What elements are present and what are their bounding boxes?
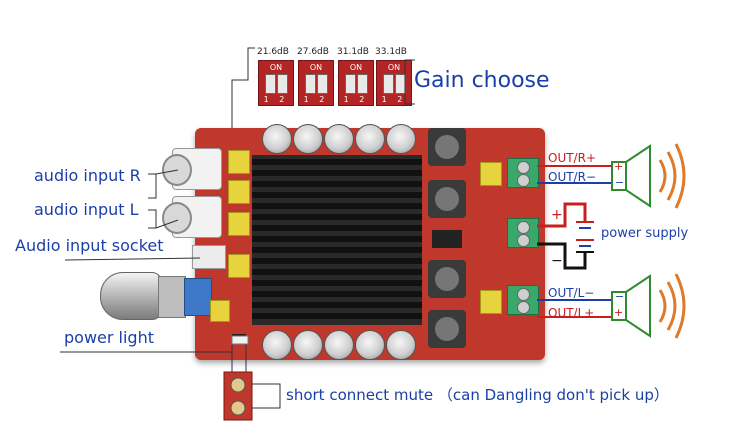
power-supply-label: power supply xyxy=(601,226,689,241)
gain-settings-panel: 21.6dB ON 1 2 27.6dB ON 1 2 31.1dB ON 1 … xyxy=(252,42,412,116)
capacitor xyxy=(324,330,354,360)
audio-input-l-label: audio input L xyxy=(34,200,139,219)
audio-socket-connector xyxy=(192,245,226,269)
power-terminal xyxy=(507,218,539,248)
gain-db-label: 31.1dB xyxy=(337,47,369,57)
yellow-capacitor xyxy=(228,180,250,204)
switch-numbers: 1 2 xyxy=(303,95,329,104)
out-l-minus-label: OUT/L− xyxy=(548,286,595,300)
capacitor xyxy=(386,330,416,360)
inductor xyxy=(428,310,466,348)
yellow-capacitor xyxy=(228,150,250,174)
switch-numbers: 1 2 xyxy=(381,95,407,104)
heatsink xyxy=(252,155,422,325)
rca-jack-left-ring xyxy=(162,202,192,234)
capacitor xyxy=(386,124,416,154)
yellow-capacitor xyxy=(228,254,250,278)
on-label: ON xyxy=(349,63,363,72)
capacitor xyxy=(324,124,354,154)
output-terminal-left xyxy=(507,285,539,315)
speaker-icon-right xyxy=(611,143,686,209)
switch-lever xyxy=(383,74,394,94)
dip-switch-21-6db: 21.6dB ON 1 2 xyxy=(257,47,294,106)
output-terminal-right xyxy=(507,158,539,188)
switch-lever xyxy=(357,74,368,94)
speaker-right-plus: + xyxy=(614,160,624,173)
out-r-minus-label: OUT/R− xyxy=(548,170,596,184)
power-light-label: power light xyxy=(64,328,154,347)
audio-input-r-label: audio input R xyxy=(34,166,141,185)
diode xyxy=(432,230,462,248)
inductor xyxy=(428,128,466,166)
blue-potentiometer xyxy=(184,278,212,316)
yellow-capacitor xyxy=(480,162,502,186)
switch-lever xyxy=(305,74,316,94)
capacitor xyxy=(262,330,292,360)
volume-knob xyxy=(100,272,162,320)
gain-db-label: 27.6dB xyxy=(297,47,329,57)
gain-db-label: 33.1dB xyxy=(375,47,407,57)
switch-lever xyxy=(317,74,328,94)
capacitor xyxy=(293,330,323,360)
speaker-icon-left xyxy=(611,273,686,339)
switch-numbers: 1 2 xyxy=(263,95,289,104)
on-label: ON xyxy=(387,63,401,72)
on-label: ON xyxy=(269,63,283,72)
power-plus-sign: + xyxy=(551,207,563,223)
capacitor xyxy=(262,124,292,154)
gain-choose-label: Gain choose xyxy=(414,68,550,93)
switch-lever xyxy=(345,74,356,94)
power-minus-sign: − xyxy=(551,253,563,269)
yellow-capacitor xyxy=(228,212,250,236)
dip-switch-31-1db: 31.1dB ON 1 2 xyxy=(337,47,374,106)
dip-switch-33-1db: 33.1dB ON 1 2 xyxy=(375,47,412,106)
speaker-right-minus: − xyxy=(615,176,625,189)
yellow-capacitor xyxy=(480,290,502,314)
capacitor xyxy=(293,124,323,154)
yellow-capacitor xyxy=(210,300,230,322)
mute-label: short connect mute （can Dangling don't p… xyxy=(286,386,669,404)
audio-input-socket-label: Audio input socket xyxy=(15,236,164,255)
speaker-left-plus: + xyxy=(614,306,624,319)
switch-numbers: 1 2 xyxy=(343,95,369,104)
inductor xyxy=(428,260,466,298)
capacitor xyxy=(355,124,385,154)
speaker-left-minus: − xyxy=(615,290,625,303)
on-label: ON xyxy=(309,63,323,72)
inductor xyxy=(428,180,466,218)
switch-lever xyxy=(265,74,276,94)
dip-switch-27-6db: 27.6dB ON 1 2 xyxy=(297,47,334,106)
out-r-plus-label: OUT/R+ xyxy=(548,151,596,165)
switch-lever xyxy=(277,74,288,94)
gain-db-label: 21.6dB xyxy=(257,47,289,57)
out-l-plus-label: OUT/L+ xyxy=(548,306,595,320)
capacitor xyxy=(355,330,385,360)
